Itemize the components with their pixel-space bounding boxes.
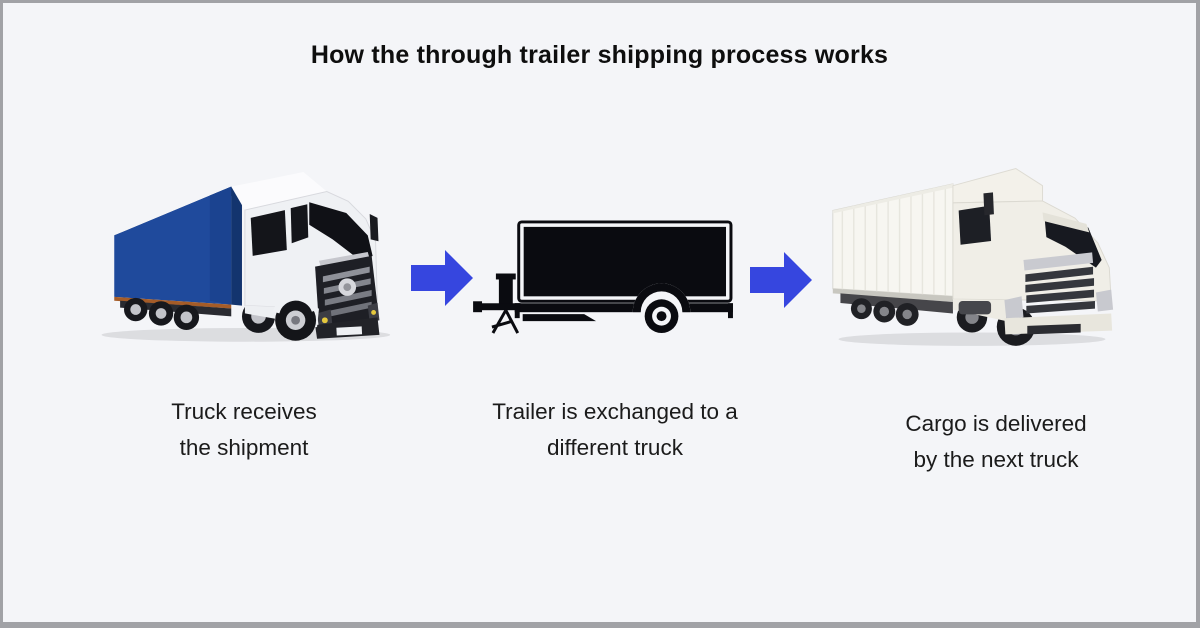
caption-line: Truck receives: [171, 399, 317, 424]
step-caption-2: Trailer is exchanged to a different truc…: [433, 394, 797, 466]
blue-trailer-truck-illustration: [101, 172, 391, 342]
caption-line: the shipment: [179, 435, 309, 460]
arrow-right-icon: [750, 252, 812, 308]
blue-trailer-truck-image: [85, 159, 397, 345]
step-caption-3: Cargo is delivered by the next truck: [843, 406, 1149, 478]
caption-line: Cargo is delivered: [905, 411, 1087, 436]
page-title: How the through trailer shipping process…: [310, 41, 889, 69]
trailer-silhouette-image: [473, 214, 739, 335]
caption-line: by the next truck: [913, 447, 1079, 472]
white-truck-illustration: [832, 168, 1114, 346]
white-truck-image: [829, 153, 1115, 349]
trailer-silhouette-illustration: [473, 220, 733, 335]
arrow-right-icon: [411, 250, 473, 306]
caption-line: different truck: [547, 435, 683, 460]
step-caption-1: Truck receives the shipment: [93, 394, 395, 466]
caption-line: Trailer is exchanged to a: [492, 399, 738, 424]
